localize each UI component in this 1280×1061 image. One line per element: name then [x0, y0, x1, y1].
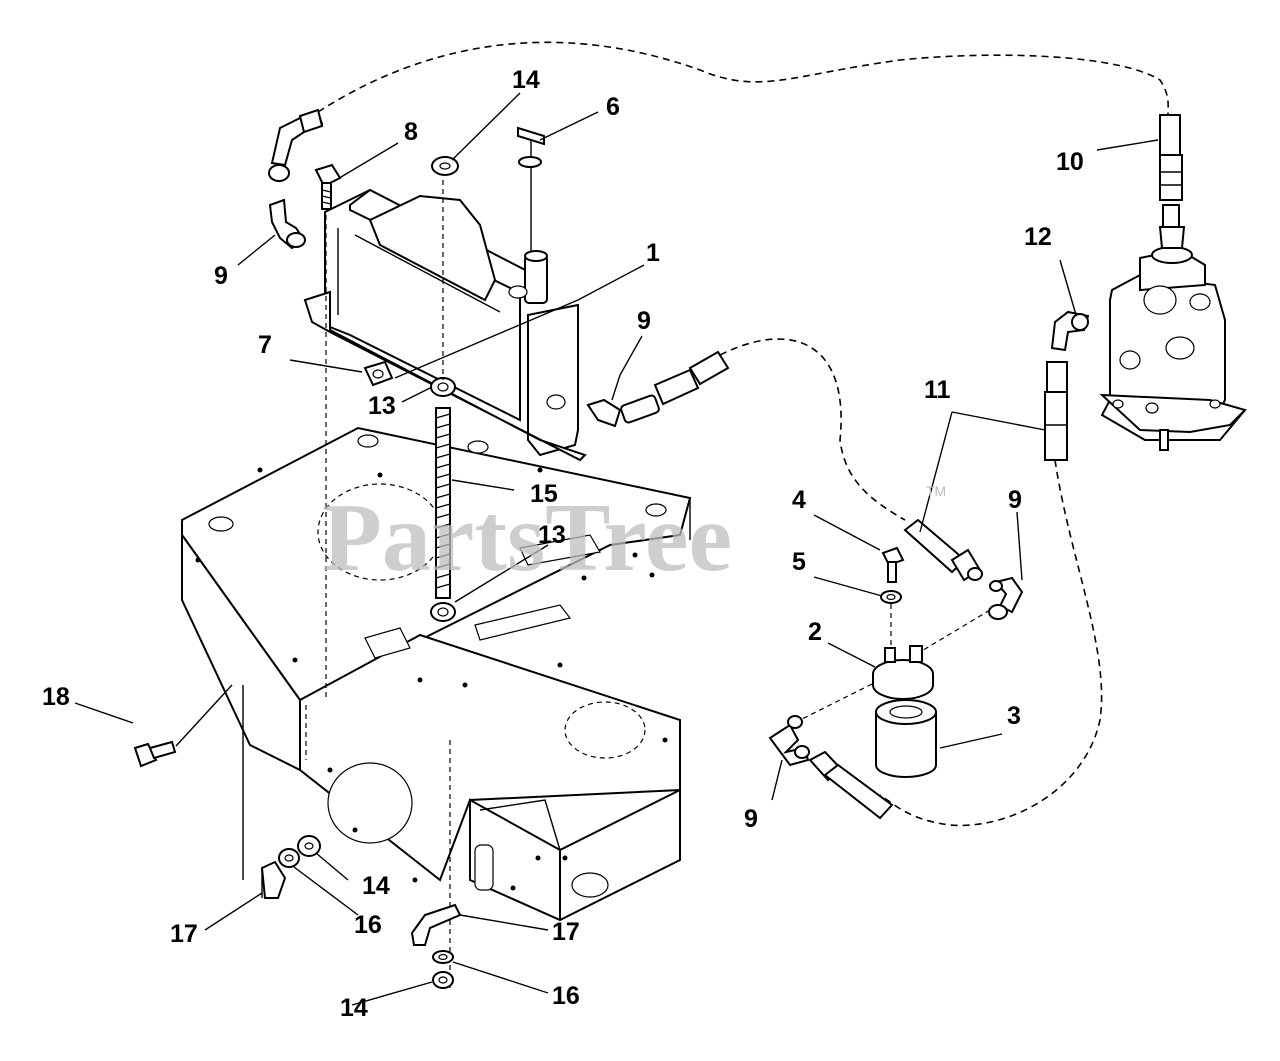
oil-cooler-assembly [303, 188, 587, 462]
bolt-4 [881, 546, 905, 583]
callout-2: 2 [808, 618, 822, 646]
nut-13-upper [430, 377, 456, 397]
hose-right-return [879, 459, 1103, 827]
callout-4: 4 [792, 486, 806, 514]
callout-17-left: 17 [170, 920, 198, 948]
callout-labels: 1 2 3 4 5 6 7 8 9 9 9 9 10 11 12 13 13 1… [42, 66, 1084, 1022]
nut-13-lower [430, 602, 456, 622]
elbow-fitting-12 [1050, 310, 1090, 352]
callout-9-filter-right: 9 [1008, 486, 1022, 514]
callout-18: 18 [42, 683, 70, 711]
filter-base-2 [872, 645, 934, 700]
nut-14-bottom [432, 971, 454, 989]
callout-12: 12 [1024, 223, 1052, 251]
elbow-fitting-9-filter-right [988, 576, 1024, 620]
watermark-trademark: TM [926, 483, 946, 499]
hose-end-10 [1158, 114, 1186, 249]
nut-14-top [431, 156, 459, 176]
dipstick-6 [517, 126, 545, 252]
threaded-rod-15 [435, 407, 451, 599]
filter-feed-line [799, 679, 881, 721]
callout-11: 11 [924, 376, 951, 404]
washer-16-left [278, 848, 300, 868]
hose-lower-section [808, 750, 894, 820]
callout-14-left: 14 [362, 872, 390, 900]
callout-10: 10 [1056, 148, 1084, 176]
bolt-18 [133, 740, 177, 768]
clamp-17-left [260, 860, 287, 899]
callout-5: 5 [792, 548, 806, 576]
callout-7: 7 [258, 331, 272, 359]
fitting-7 [363, 360, 394, 387]
watermark-text: PartsTree [322, 484, 732, 592]
bolt-8 [314, 163, 342, 210]
callout-14-bottom: 14 [340, 994, 368, 1022]
callout-9-lower: 9 [744, 805, 758, 833]
elbow-fitting-9-left [268, 198, 306, 250]
callout-17-bottom: 17 [552, 918, 580, 946]
callout-13-lower: 13 [538, 521, 566, 549]
callout-16-left: 16 [354, 911, 382, 939]
bolt-18-axis [175, 684, 233, 747]
washer-5 [880, 590, 902, 604]
callout-6: 6 [606, 93, 620, 121]
callout-9-cooler: 9 [637, 307, 651, 335]
callout-13-upper: 13 [368, 392, 396, 420]
oil-filter-3 [875, 699, 937, 778]
frame-rivets [195, 467, 668, 891]
elbow-feed-line [914, 609, 991, 656]
washer-16-bottom [432, 950, 454, 964]
hose-11-section [903, 518, 983, 582]
hose-cooler-to-filter [719, 338, 906, 521]
leader-lines [74, 92, 1159, 1006]
callout-3: 3 [1007, 702, 1021, 730]
clamp-17-bottom [410, 903, 462, 946]
callout-8: 8 [404, 118, 418, 146]
elbow-fitting-9-lower [768, 715, 810, 767]
watermark: PartsTree TM [322, 483, 946, 592]
hose-elbow-upper-left [268, 108, 324, 182]
hose-fitting-cooler-outlet [586, 350, 730, 428]
callout-15: 15 [530, 480, 558, 508]
hose-11-right [1044, 361, 1068, 461]
nut-14-left [297, 835, 321, 857]
callout-16-bottom: 16 [552, 982, 580, 1010]
hydraulic-pump [1099, 246, 1247, 451]
callout-14-top: 14 [512, 66, 540, 94]
callout-9-left: 9 [214, 262, 228, 290]
hose-upper-return [317, 41, 1169, 116]
callout-1: 1 [646, 239, 660, 267]
